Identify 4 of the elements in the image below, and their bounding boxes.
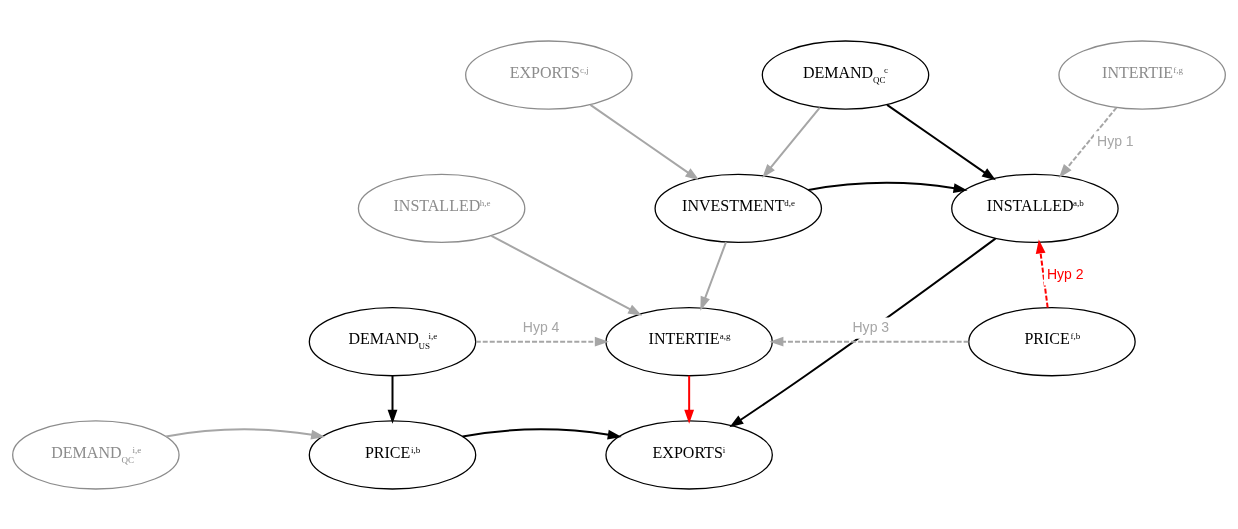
edge-label: Hyp 1 — [1097, 132, 1134, 149]
edge-label: Hyp 2 — [1046, 265, 1084, 282]
edge-label: Hyp 3 — [852, 318, 890, 335]
edge-label: Hyp 4 — [522, 318, 560, 335]
